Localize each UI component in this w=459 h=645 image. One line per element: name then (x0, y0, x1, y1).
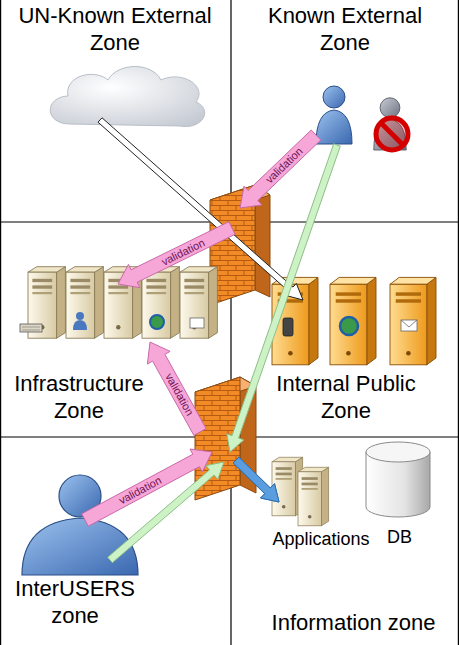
server-group: Applications (259, 457, 383, 552)
arrow-segment (240, 130, 321, 208)
database: DB (362, 440, 437, 550)
zone-label: DB (362, 526, 437, 548)
zone-region: Information zone ApplicationsDB (231, 437, 459, 645)
arrow-segment (118, 222, 235, 288)
zone-label: Known External Zone (255, 2, 435, 56)
zone-label: Information zone (251, 609, 456, 636)
zone-region: Internal Public Zone (231, 222, 459, 437)
edge-label: validation (263, 144, 306, 186)
flow-arrow (227, 144, 340, 502)
arrow-segment (147, 342, 206, 435)
arrow-segment (233, 457, 279, 502)
application-servers (272, 457, 329, 526)
arrow-segment (98, 118, 303, 300)
flow-arrow (108, 457, 279, 563)
zone-label: Applications (259, 528, 383, 550)
edge-label: validation (117, 474, 164, 507)
flow-arrow (98, 118, 303, 300)
arrow-segment (108, 462, 224, 563)
edge-label: validation (162, 371, 196, 418)
zone-label: Infrastructure Zone (4, 370, 154, 424)
internet-cloud (50, 67, 204, 127)
flow-arrow (82, 342, 212, 526)
zone-region: UN-Known External Zone (0, 0, 231, 222)
blocked-user-icon (374, 98, 408, 150)
inter-user-icon (22, 475, 138, 575)
infrastructure-servers (20, 267, 217, 339)
flow-arrow (118, 130, 321, 288)
zone-region: InterUSERS zone (0, 437, 231, 645)
database-cylinder (366, 442, 430, 517)
zone-label: UN-Known External Zone (10, 2, 220, 56)
zone-label: Internal Public Zone (251, 370, 441, 424)
zone-region: Infrastructure Zone (0, 222, 231, 437)
known-user-icon (316, 86, 352, 144)
zone-label: InterUSERS zone (5, 575, 145, 629)
arrow-segment (233, 457, 279, 502)
zone-region: Known External Zone (231, 0, 459, 222)
